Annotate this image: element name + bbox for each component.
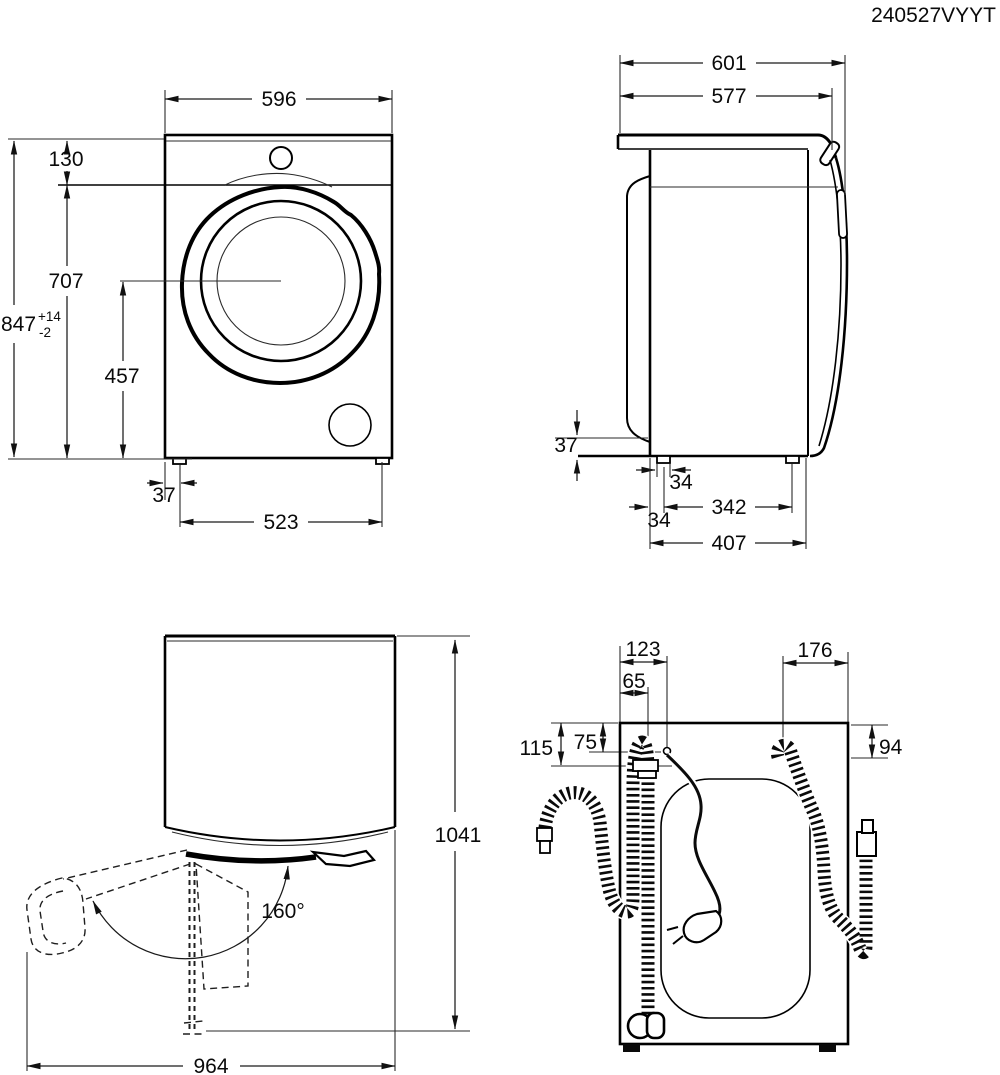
rear-right-foot [819,1044,836,1052]
dim-depth-door-open: 1041 [435,824,482,847]
door-open-90-outline [195,862,249,990]
dim-inlet-offset-x: 176 [797,639,832,662]
dim-cord-offset-y: 75 [574,731,597,754]
inlet-hose [771,738,873,960]
rear-left-foot [623,1044,640,1052]
dim-opening-angle: 160° [261,900,304,923]
dim-total-depth: 601 [711,52,746,75]
rear-access-panel [660,778,811,1019]
door-handle-recess [836,189,848,239]
dim-width: 596 [261,88,296,111]
cord-anchor [662,746,672,756]
dim-total-height-tol-minus: -2 [39,325,51,340]
dim-foot-width: 34 [669,471,693,494]
dim-side-feet-distance: 342 [711,496,746,519]
dim-width-door-open: 964 [193,1055,228,1075]
dim-panel-height: 130 [48,148,83,171]
dim-base-depth: 407 [711,532,746,555]
dim-inlet-offset-y: 94 [879,736,903,759]
back-cover [626,175,651,443]
dim-drain-offset-y: 115 [520,737,553,760]
dim-cord-offset-x: 123 [625,638,660,661]
front-view: 596 847 +14 -2 130 707 457 37 523 [1,88,394,534]
inlet-hose-connector [856,831,877,857]
door-handle-top [309,849,377,868]
side-view: 601 577 37 34 342 34 407 [554,52,849,555]
cabinet-outline [163,133,394,460]
dim-plinth-height: 37 [554,434,577,457]
power-cord [665,753,722,921]
door-open-160-edge [62,849,188,880]
door-open-view: 160° 1041 964 [26,634,482,1075]
dim-drain-offset-x: 65 [622,670,645,693]
power-plug [682,909,723,944]
document-code: 240527VYYT [871,4,996,27]
dim-total-height-tol-plus: +14 [38,309,61,324]
drain-filter-cap [328,403,372,447]
door-closed-top [185,851,317,864]
door-open-160-outline [26,877,86,956]
side-right-foot [785,455,800,464]
lid-latch [819,140,841,167]
dim-door-center-height: 457 [104,365,139,388]
rear-view: 123 65 176 115 75 94 [520,638,903,1052]
dim-foot-back-inset: 34 [647,509,671,532]
rear-cabinet-outline [618,721,850,1046]
program-knob [269,146,293,170]
front-left-foot [172,457,187,465]
drain-hose-end-fitting [536,827,553,842]
dim-foot-inset: 37 [152,484,175,507]
door-swing-arc [92,865,290,960]
dim-total-height: 847 [1,313,36,336]
hose-holder-clip [632,759,659,772]
front-curve [164,826,396,842]
dim-cabinet-depth: 577 [711,85,746,108]
dim-feet-distance: 523 [263,511,298,534]
door-outline [179,184,382,386]
dim-height-below-panel: 707 [48,270,83,293]
side-left-foot [656,455,671,464]
